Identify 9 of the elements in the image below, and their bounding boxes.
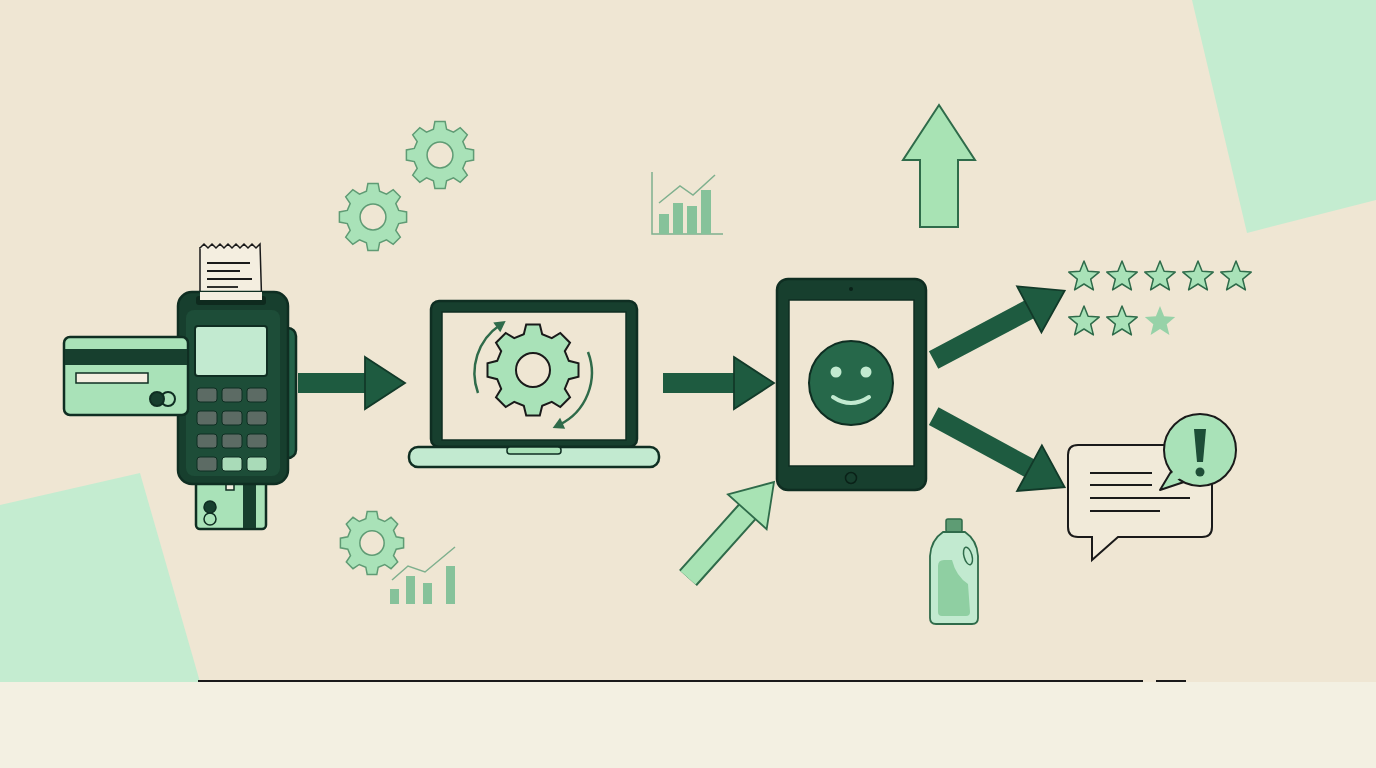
arrow [298,356,406,410]
laptop-illustration [406,298,662,470]
arrow [680,481,775,585]
payment-terminal-illustration [63,243,297,531]
arrow [928,284,1066,369]
arrow [663,356,775,410]
arrow [928,407,1066,494]
chat-bubble-illustration [1066,412,1240,564]
tablet-illustration [775,277,928,493]
